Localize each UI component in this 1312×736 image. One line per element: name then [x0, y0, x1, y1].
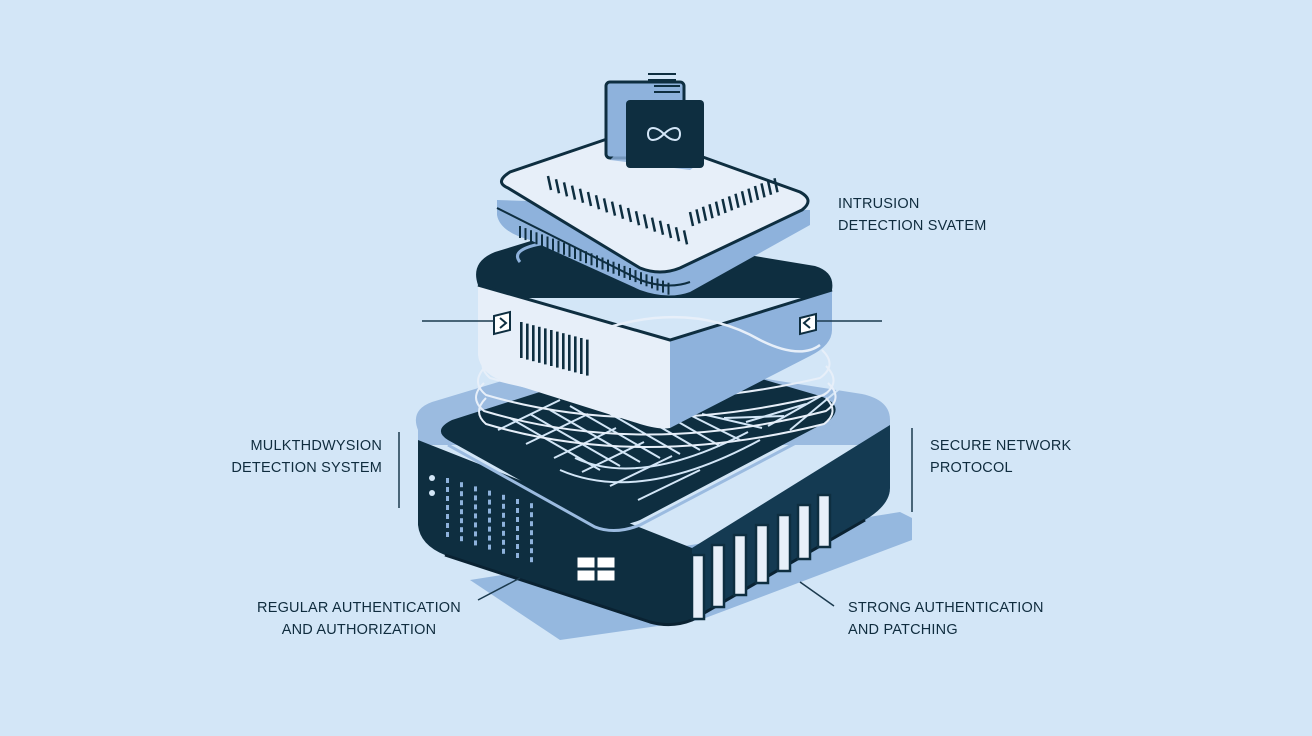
label-intrusion-line2: DETECTION SVATEM — [838, 218, 987, 234]
card-stack — [604, 73, 704, 170]
label-strong-line1: STRONG AUTHENTICATION — [848, 600, 1044, 616]
top-router — [496, 133, 810, 296]
label-intrusion-line1: INTRUSION — [838, 196, 920, 212]
label-strong-auth: STRONG AUTHENTICATION AND PATCHING — [848, 597, 1044, 641]
label-multi-line1: MULKTHDWYSION — [250, 438, 382, 454]
label-strong-line2: AND PATCHING — [848, 622, 958, 638]
label-secure-line1: SECURE NETWORK — [930, 438, 1072, 454]
label-intrusion-detection: INTRUSION DETECTION SVATEM — [838, 193, 986, 237]
label-multi-detection: MULKTHDWYSION DETECTION SYSTEM — [226, 435, 382, 479]
label-regular-line2: AND AUTHORIZATION — [281, 622, 437, 638]
label-regular-auth: REGULAR AUTHENTICATION AND AUTHORIZATION — [250, 597, 468, 641]
grid-slab — [440, 355, 851, 532]
callout-lines — [398, 320, 913, 607]
label-multi-line2: DETECTION SYSTEM — [231, 460, 382, 476]
label-secure-line2: PROTOCOL — [930, 460, 1013, 476]
infinity-icon — [646, 127, 682, 141]
label-regular-line1: REGULAR AUTHENTICATION — [257, 600, 461, 616]
label-secure-network: SECURE NETWORK PROTOCOL — [930, 435, 1071, 479]
